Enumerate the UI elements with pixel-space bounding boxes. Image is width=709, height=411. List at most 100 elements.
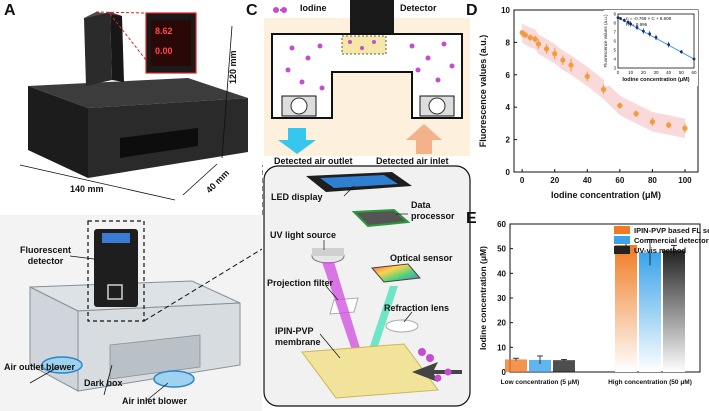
chart-d-inset-point: [648, 32, 652, 36]
panel-c-letter: C: [246, 2, 258, 19]
chart-d-point: [560, 57, 566, 63]
chart-d-point: [535, 41, 542, 47]
chart-e-ytick-label: 20: [497, 319, 506, 328]
chart-d-inset-point: [654, 36, 658, 39]
chart-e-ytick-label: 10: [497, 343, 506, 352]
chart-d-ytick-label: 8: [506, 38, 511, 47]
chart-d-inset-xtick-label: 40: [666, 70, 672, 75]
chart-d-point: [633, 111, 639, 117]
chart-d-inset-xlabel: Iodine concentration (μM): [622, 77, 689, 83]
chart-e-bar: [529, 359, 551, 372]
chart-e-legend-label: UV-vis method: [634, 246, 687, 255]
chart-e-legend-label: IPIN-PVP based FL sensor: [634, 226, 709, 235]
panel-c-schematic: [262, 0, 471, 407]
chart-d-inset-point: [622, 18, 626, 22]
display-reading-1: 8.62: [155, 26, 173, 36]
detector-label: Detector: [400, 3, 437, 13]
chart-d-point: [666, 122, 672, 128]
chart-d-point: [682, 125, 688, 131]
chart-d-inset-xtick-label: 60: [691, 70, 697, 75]
chart-d-ytick-label: 6: [506, 71, 511, 80]
chart-d-inset-equation: n = -0.769 × C + 8.608: [626, 16, 672, 21]
panel-e-letter: E: [466, 210, 477, 227]
led-display-label: LED display: [271, 192, 323, 202]
chart-d-ytick-label: 4: [506, 103, 511, 112]
chart-d-inset-point: [679, 50, 683, 54]
chart-d-inset-point: [635, 26, 639, 29]
chart-e-ytick-label: 40: [497, 269, 506, 278]
air-outlet-blower-label: Air outlet blower: [4, 362, 76, 372]
chart-d-inset-point: [692, 57, 696, 61]
chart-d-point: [584, 73, 590, 80]
chart-d-inset-point: [626, 20, 630, 24]
panel-b-device-render: [0, 215, 262, 411]
chart-e-bar: [639, 252, 661, 372]
chart-e-legend-label: Commercial detector: [634, 236, 709, 245]
refraction-lens-label: Refraction lens: [384, 303, 450, 313]
chart-d-ytick-label: 0: [506, 168, 511, 177]
panel-d-letter: D: [466, 2, 478, 19]
chart-d-inset-ytick-label: 8: [613, 21, 616, 26]
chart-d-xtick-label: 0: [520, 176, 525, 185]
chart-d-ytick-label: 2: [506, 136, 511, 145]
chart-d-inset-frame: [617, 13, 695, 69]
chart-e-category-label: High concentration (50 μM): [608, 379, 692, 386]
chart-d-xtick-label: 60: [615, 176, 624, 185]
chart-e-ytick-label: 0: [502, 368, 507, 377]
chart-d-xtick-label: 80: [648, 176, 657, 185]
chart-d-point: [649, 119, 656, 125]
chart-d-inset-ytick-label: 6: [613, 39, 616, 44]
iodine-legend-label: Iodine: [300, 3, 327, 13]
chart-e-ylabel: Iodine concentration (μM): [478, 246, 488, 350]
chart-d-inset-point: [629, 22, 633, 26]
chart-e-legend-swatch: [614, 246, 630, 254]
chart-d-confidence-band: [522, 22, 685, 138]
panel-a-device-photo: [19, 11, 248, 201]
chart-d-ylabel: Fluorescence values (a.u.): [478, 35, 488, 148]
detected-air-inlet-label: Detected air inlet: [376, 156, 449, 166]
chart-d-inset-ylabel: Fluorescence values (a.u.): [603, 14, 608, 68]
chart-e-bar: [615, 244, 637, 372]
chart-e-ytick-label: 50: [497, 245, 506, 254]
chart-d-point: [543, 46, 550, 52]
chart-e-legend-swatch: [614, 236, 630, 244]
chart-e-category-label: Low concentration (5 μM): [501, 379, 580, 386]
optical-sensor-label: Optical sensor: [390, 253, 453, 263]
chart-d-inset-point: [667, 43, 671, 46]
chart-d-inset-ytick-label: 3: [613, 66, 616, 71]
chart-d-xtick-label: 20: [550, 176, 559, 185]
chart-d-inset-r2: R² = 0.996: [626, 22, 648, 27]
chart-d-inset-xtick-label: 20: [641, 70, 647, 75]
chart-d-inset-point: [641, 29, 645, 33]
air-inlet-blower-label: Air inlet blower: [122, 396, 188, 406]
chart-d-point: [617, 102, 623, 109]
chart-e-ytick-label: 30: [497, 294, 506, 303]
chart-d-inset-xtick-label: 10: [628, 70, 634, 75]
chart-d-point: [532, 36, 538, 42]
chart-d-point: [568, 62, 574, 68]
chart-d-inset-point: [616, 16, 620, 19]
chart-d-inset-bg: [604, 10, 698, 86]
chart-d-ytick-label: 10: [501, 6, 510, 15]
chart-d-inset-ytick-label: 5: [613, 48, 616, 53]
chart-d-xlabel: Iodine concentration (μM): [551, 190, 661, 200]
dim-width-label: 140 mm: [70, 184, 104, 194]
chart-d-inset-ytick-label: 7: [613, 30, 616, 35]
projection-filter-label: Projection filter: [267, 278, 334, 288]
dim-height-label: 120 mm: [228, 50, 238, 84]
display-reading-2: 0.00: [155, 46, 173, 56]
chart-e-legend-swatch: [614, 226, 630, 234]
chart-d-inset-xtick-label: 50: [679, 70, 685, 75]
detected-air-outlet-label: Detected air outlet: [274, 156, 353, 166]
chart-d-inset-ytick-label: 9: [613, 12, 616, 17]
dark-box-label: Dark box: [84, 378, 123, 388]
chart-d-point: [600, 86, 607, 92]
chart-d-xtick-label: 100: [678, 176, 692, 185]
chart-d-inset-xtick-label: 30: [653, 70, 659, 75]
chart-e-bar: [663, 250, 685, 372]
chart-d-inset-point: [619, 17, 622, 20]
